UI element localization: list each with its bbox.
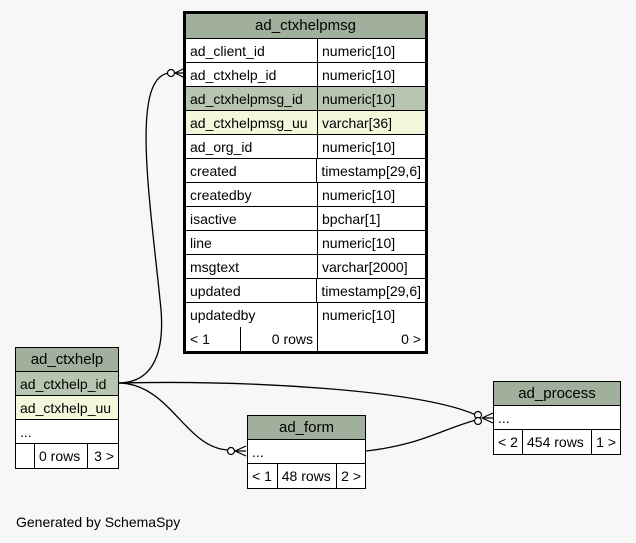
children-link[interactable]: 3 > xyxy=(87,444,118,468)
column-row: ad_ctxhelp_id numeric[10] xyxy=(186,63,425,87)
row-count: 0 rows xyxy=(34,444,87,468)
row-count: 0 rows xyxy=(240,327,317,351)
column-type: numeric[10] xyxy=(317,303,425,327)
relation-form-to-process xyxy=(365,419,477,452)
generated-by-label: Generated by SchemaSpy xyxy=(16,514,181,530)
relation-ctxhelp-to-process xyxy=(117,381,477,416)
column-row: ad_ctxhelpmsg_uu varchar[36] xyxy=(186,111,425,135)
table-title: ad_form xyxy=(248,416,365,440)
column-name: isactive xyxy=(190,210,237,227)
column-row: updated timestamp[29,6] xyxy=(186,279,425,303)
column-type: timestamp[29,6] xyxy=(316,279,425,302)
parents-link[interactable]: < 1 xyxy=(252,468,272,484)
column-name: ... xyxy=(20,423,32,440)
table-ad-form[interactable]: ad_form ... < 1 48 rows 2 > xyxy=(247,415,366,489)
table-ad-process[interactable]: ad_process ... < 2 454 rows 1 > xyxy=(493,381,621,455)
column-row: ... xyxy=(494,406,620,430)
column-row: line numeric[10] xyxy=(186,231,425,255)
row-count: 48 rows xyxy=(276,464,336,488)
row-count: 454 rows xyxy=(522,430,591,454)
column-name: ad_client_id xyxy=(190,42,265,59)
column-name: msgtext xyxy=(190,258,240,275)
column-row: ... xyxy=(16,420,118,444)
relation-ctxhelp-to-ctxhelpmsg xyxy=(117,72,171,384)
parents-link[interactable]: < 1 xyxy=(190,331,210,347)
column-name: updatedby xyxy=(190,307,256,323)
parents-link[interactable] xyxy=(16,444,34,468)
column-row: created timestamp[29,6] xyxy=(186,159,425,183)
column-type: numeric[10] xyxy=(317,135,425,158)
crowfoot-optional-many-ctxhelpmsg xyxy=(166,68,176,78)
column-name: line xyxy=(190,234,212,251)
table-footer: < 1 48 rows 2 > xyxy=(248,464,365,488)
table-footer: < 1 0 rows 0 > xyxy=(186,327,425,351)
column-row: updatedby numeric[10] xyxy=(186,303,425,327)
column-row: msgtext varchar[2000] xyxy=(186,255,425,279)
column-row: ad_client_id numeric[10] xyxy=(186,39,425,63)
children-link[interactable]: 0 > xyxy=(317,327,425,351)
column-type: numeric[10] xyxy=(317,39,425,62)
column-name: ad_ctxhelp_id xyxy=(190,66,277,83)
column-row: ad_ctxhelp_id xyxy=(16,372,118,396)
children-link[interactable]: 2 > xyxy=(336,464,365,488)
table-title: ad_ctxhelp xyxy=(16,348,118,372)
column-name: ad_ctxhelp_uu xyxy=(20,399,112,416)
column-name: createdby xyxy=(190,186,252,203)
column-name: ad_ctxhelpmsg_id xyxy=(190,90,303,107)
column-type: varchar[36] xyxy=(317,111,425,134)
column-row: ad_ctxhelp_uu xyxy=(16,396,118,420)
column-type: varchar[2000] xyxy=(317,255,425,278)
column-name: ad_ctxhelpmsg_uu xyxy=(190,114,308,131)
table-footer: 0 rows 3 > xyxy=(16,444,118,468)
column-type: numeric[10] xyxy=(317,231,425,254)
column-name: created xyxy=(190,162,237,179)
column-name: ... xyxy=(252,443,264,460)
table-footer: < 2 454 rows 1 > xyxy=(494,430,620,454)
column-name: ... xyxy=(498,409,510,426)
column-row: ... xyxy=(248,440,365,464)
column-name: ad_org_id xyxy=(190,138,253,155)
column-row: isactive bpchar[1] xyxy=(186,207,425,231)
table-title: ad_process xyxy=(494,382,620,406)
table-ad-ctxhelp[interactable]: ad_ctxhelp ad_ctxhelp_id ad_ctxhelp_uu .… xyxy=(15,347,119,469)
column-name: updated xyxy=(190,282,241,299)
column-type: numeric[10] xyxy=(317,87,425,110)
column-row: createdby numeric[10] xyxy=(186,183,425,207)
column-row: ad_ctxhelpmsg_id numeric[10] xyxy=(186,87,425,111)
column-type: timestamp[29,6] xyxy=(316,159,425,182)
column-type: numeric[10] xyxy=(317,183,425,206)
relation-ctxhelp-to-form xyxy=(117,382,229,451)
column-row: ad_org_id numeric[10] xyxy=(186,135,425,159)
column-name: ad_ctxhelp_id xyxy=(20,375,107,392)
children-link[interactable]: 1 > xyxy=(591,430,620,454)
table-title: ad_ctxhelpmsg xyxy=(186,14,425,39)
column-type: numeric[10] xyxy=(317,63,425,86)
parents-link[interactable]: < 2 xyxy=(498,434,518,450)
column-type: bpchar[1] xyxy=(317,207,425,230)
